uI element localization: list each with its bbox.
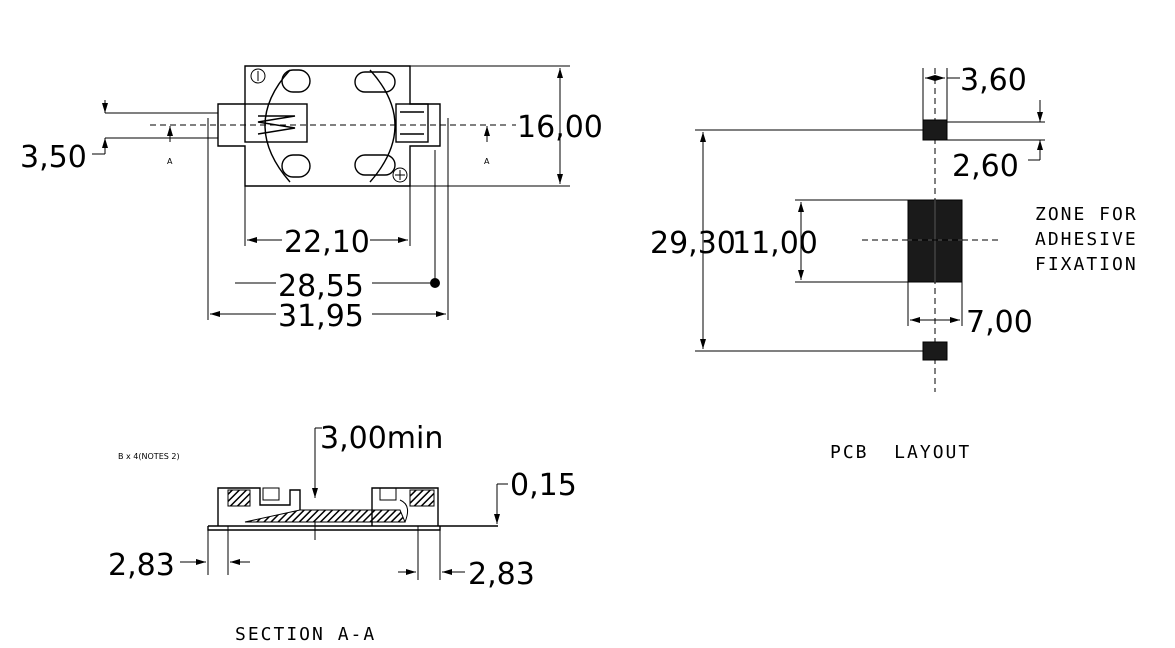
slot-bottom-right (354, 154, 396, 176)
dim-thickness-label: 0,15 (510, 468, 577, 503)
dim-total-label: 29,30 (650, 226, 736, 261)
holder-right-profile (371, 487, 439, 526)
dim-zone-width-label: 7,00 (966, 305, 1033, 340)
plus-polarity-icon (392, 167, 408, 183)
pcb-layout-title: PCB LAYOUT (830, 442, 971, 463)
slot-top-right (354, 71, 396, 93)
battery-clip-right-arc (369, 69, 396, 183)
dim-height-label: 16,00 (517, 110, 603, 145)
zone-note-line-2: ADHESIVE (1035, 229, 1138, 250)
section-mark-left: A (167, 157, 173, 166)
slot-bottom-left (281, 154, 311, 178)
dim-zone-height-label: 11,00 (732, 226, 818, 261)
section-title: SECTION A-A (235, 624, 376, 645)
contact-spring-right (399, 499, 409, 523)
contact-block-left (262, 487, 280, 501)
zone-note-line-3: FIXATION (1035, 254, 1138, 275)
minus-polarity-icon (250, 68, 266, 84)
dim-mid-label: 28,55 (278, 269, 364, 304)
dim-clearance-label: 3,00min (320, 421, 443, 456)
reference-dot (430, 278, 440, 288)
dim-inner-label: 22,10 (284, 225, 370, 260)
zone-note-line-1: ZONE FOR (1035, 204, 1138, 225)
holder-left-profile (217, 487, 301, 526)
dim-pad-width-label: 3,60 (960, 63, 1027, 98)
section-mark-right: A (484, 157, 490, 166)
pcb-layout: 3,60 2,60 29,30 11,00 7,00 ZONE FOR ADHE… (650, 63, 1138, 463)
pcb-pad-bottom (922, 341, 948, 361)
pcb-pad-top (922, 119, 948, 141)
dim-left-label: 2,83 (108, 548, 175, 583)
dim-outer-label: 31,95 (278, 299, 364, 334)
pcb-base (207, 526, 441, 531)
section-note: B x 4(NOTES 2) (118, 452, 180, 461)
hatched-section-right (409, 489, 435, 507)
top-view: 16,00 3,50 A A 22,10 28,55 31,95 (20, 65, 603, 334)
contact-right (395, 103, 429, 143)
hatched-contact-strip (244, 509, 406, 523)
slot-top-left (281, 69, 311, 93)
spring-zigzag (257, 115, 296, 135)
section-view: B x 4(NOTES 2) 3,00min 0,15 2,83 (108, 421, 577, 645)
dim-right-label: 2,83 (468, 557, 535, 592)
contact-block-right (379, 487, 397, 501)
spring-contact-left (244, 103, 308, 143)
hatched-section-left (227, 489, 251, 507)
holder-body-outline (217, 65, 441, 187)
dim-pad-height-label: 2,60 (952, 149, 1019, 184)
dim-offset-label: 3,50 (20, 140, 87, 175)
